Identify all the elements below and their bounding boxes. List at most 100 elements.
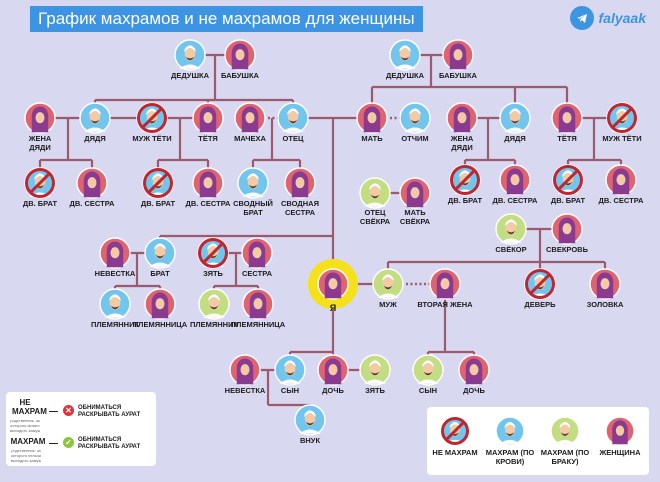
brand-name: falyaak bbox=[598, 10, 646, 26]
node-label: ДВ. БРАТ bbox=[550, 196, 586, 205]
person-node-brother-wife bbox=[99, 237, 131, 269]
node-label: ПЛЕМЯННИЦА bbox=[230, 320, 286, 329]
node-label: СВОДНАЯ СЕСТРА bbox=[281, 199, 319, 217]
node-label: ДВ. СЕСТРА bbox=[185, 199, 231, 208]
node-label: НЕВЕСТКА bbox=[224, 386, 266, 395]
node-label: ПЛЕМЯННИК bbox=[90, 320, 140, 329]
person-node-half-brother bbox=[237, 167, 269, 199]
legend-avatar-woman bbox=[605, 416, 635, 446]
person-node-aunt-husband-m bbox=[606, 102, 638, 134]
node-label: ДВ. БРАТ bbox=[447, 196, 483, 205]
node-label: ДЕВЕРЬ bbox=[524, 300, 556, 309]
node-label: ЗЯТЬ bbox=[203, 269, 223, 278]
node-label: МАТЬ bbox=[361, 134, 383, 143]
node-label: ДЯДЯ bbox=[504, 134, 526, 143]
person-node-stepson bbox=[412, 354, 444, 386]
person-node-brother bbox=[144, 237, 176, 269]
node-label: БАБУШКА bbox=[439, 71, 477, 80]
prohibition-icon bbox=[143, 168, 173, 198]
tree-nodes bbox=[24, 39, 638, 436]
person-node-daughter bbox=[317, 354, 349, 386]
person-node-half-sister bbox=[284, 167, 316, 199]
node-label: ДЕДУШКА bbox=[171, 71, 209, 80]
node-label: МАЧЕХА bbox=[234, 134, 266, 143]
person-node-cousin-s4 bbox=[605, 164, 637, 196]
person-node-son bbox=[274, 354, 306, 386]
person-node-grandma-m bbox=[442, 39, 474, 71]
person-node-husband-fil bbox=[359, 177, 391, 209]
person-node-grandma-f bbox=[224, 39, 256, 71]
node-label: ЖЕНА ДЯДИ bbox=[450, 134, 474, 152]
node-label: ДВ. СЕСТРА bbox=[69, 199, 115, 208]
person-node-nephew1 bbox=[99, 288, 131, 320]
person-node-cousin-b3 bbox=[449, 164, 481, 196]
legend-avatar-not bbox=[440, 416, 470, 446]
person-node-sister-husband bbox=[197, 237, 229, 269]
node-label: ВНУК bbox=[299, 436, 321, 445]
node-label: ДВ. СЕСТРА bbox=[598, 196, 644, 205]
legend-not-mahram-subtitle: родственник, за которого можно выходить … bbox=[9, 418, 41, 433]
person-node-father-in-law bbox=[495, 213, 527, 245]
node-label: ПЛЕМЯННИК bbox=[189, 320, 239, 329]
person-node-husband bbox=[372, 268, 404, 300]
legend-not-mahram-title: НЕ МАХРАМ bbox=[12, 398, 47, 416]
node-label: СЫН bbox=[280, 386, 300, 395]
node-label: СВЁКОР bbox=[495, 245, 527, 254]
person-node-niece1 bbox=[144, 288, 176, 320]
cross-icon: ✕ bbox=[63, 405, 74, 416]
legend-label: НЕ МАХРАМ bbox=[432, 448, 478, 457]
node-label: ЗЯТЬ bbox=[365, 386, 385, 395]
node-label: ЖЕНА ДЯДИ bbox=[28, 134, 52, 152]
person-node-self bbox=[308, 259, 358, 309]
node-label: ДВ. СЕСТРА bbox=[492, 196, 538, 205]
node-label: ТЁТЯ bbox=[198, 134, 218, 143]
legend-label: МАХРАМ (ПО БРАКУ) bbox=[540, 448, 590, 466]
node-label: Я bbox=[329, 303, 337, 313]
node-label: ДОЧЬ bbox=[463, 386, 485, 395]
person-node-uncle-wife-m bbox=[446, 102, 478, 134]
person-node-stepdaughter bbox=[458, 354, 490, 386]
telegram-icon bbox=[569, 6, 594, 30]
node-label: ДВ. БРАТ bbox=[140, 199, 176, 208]
node-label: СЕСТРА bbox=[242, 269, 272, 278]
legend-not-mahram-text: ОБНИМАТЬСЯ РАСКРЫВАТЬ АУРАТ bbox=[78, 405, 141, 418]
person-node-aunt-f bbox=[192, 102, 224, 134]
person-node-cousin-s3 bbox=[499, 164, 531, 196]
node-label: БАБУШКА bbox=[221, 71, 259, 80]
person-node-cousin-b2 bbox=[142, 167, 174, 199]
node-label: МУЖ bbox=[379, 300, 397, 309]
node-label: БРАТ bbox=[150, 269, 170, 278]
node-label: НЕВЕСТКА bbox=[94, 269, 136, 278]
person-node-mother-in-law bbox=[551, 213, 583, 245]
legend-mahram-rules: НЕ МАХРАМ родственник, за которого можно… bbox=[6, 392, 156, 466]
node-label: ОТЕЦ СВЁКРА bbox=[359, 208, 391, 226]
prohibition-icon bbox=[137, 103, 167, 133]
legend-label: МАХРАМ (ПО КРОВИ) bbox=[485, 448, 535, 466]
legend-avatar-blood bbox=[495, 416, 525, 446]
node-label: МУЖ ТЁТИ bbox=[132, 134, 172, 143]
node-label: ЗОЛОВКА bbox=[586, 300, 624, 309]
node-label: ОТЧИМ bbox=[401, 134, 429, 143]
legend-mahram-text: ОБНИМАТЬСЯ РАСКРЫВАТЬ АУРАТ bbox=[78, 437, 141, 450]
legend-label: ЖЕНЩИНА bbox=[599, 448, 641, 457]
node-label: ДЯДЯ bbox=[84, 134, 106, 143]
node-label: ОТЕЦ bbox=[282, 134, 304, 143]
person-node-daughter-husband bbox=[359, 354, 391, 386]
node-label: СВЕКРОВЬ bbox=[546, 245, 588, 254]
person-node-stepfather bbox=[399, 102, 431, 134]
person-node-father bbox=[277, 102, 309, 134]
prohibition-icon bbox=[450, 165, 480, 195]
person-node-aunt-m bbox=[551, 102, 583, 134]
person-node-son-wife bbox=[229, 354, 261, 386]
node-label: ДОЧЬ bbox=[322, 386, 344, 395]
node-label: МУЖ ТЁТИ bbox=[602, 134, 642, 143]
person-node-stepmother bbox=[234, 102, 266, 134]
prohibition-icon bbox=[441, 417, 469, 445]
person-node-niece2 bbox=[242, 288, 274, 320]
legend-node-types: НЕ МАХРАМ МАХРАМ (ПО КРОВИ) МАХРАМ (ПО БРА… bbox=[427, 407, 649, 475]
node-label: ВТОРАЯ ЖЕНА bbox=[417, 300, 473, 309]
person-node-sister bbox=[241, 237, 273, 269]
legend-icons bbox=[440, 416, 635, 446]
person-node-cousin-s1 bbox=[76, 167, 108, 199]
